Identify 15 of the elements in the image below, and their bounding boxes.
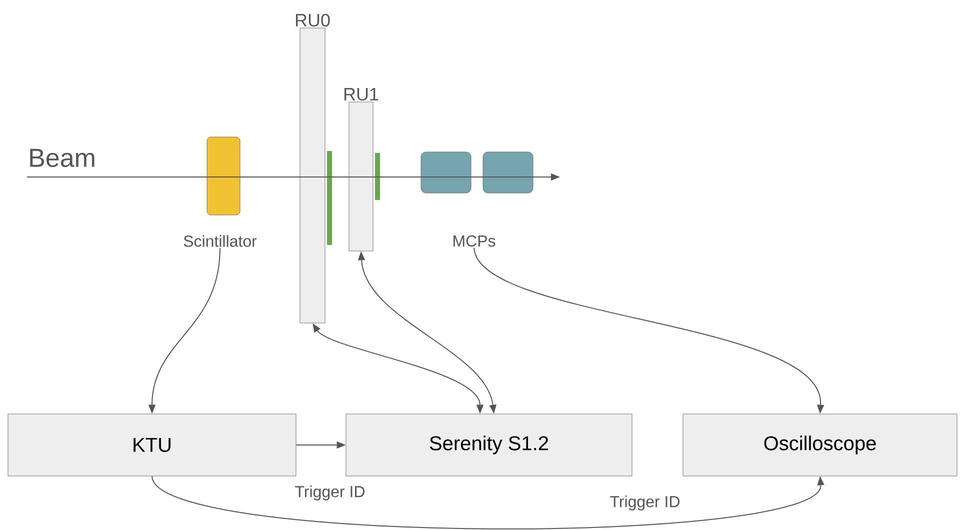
- mcp-block: [482, 152, 534, 194]
- beam-label: Beam: [30, 148, 94, 168]
- readout-unit-plate: RU1: [344, 88, 378, 252]
- node-label: RU1: [344, 88, 378, 101]
- process-box: KTU: [8, 414, 296, 476]
- scintillator-block: [206, 136, 240, 216]
- process-box: Serenity S1.2: [346, 414, 632, 476]
- edge-label: Trigger ID: [610, 496, 680, 510]
- mcp-block: [420, 152, 472, 194]
- edge-label: Trigger ID: [295, 486, 364, 500]
- node-label: RU0: [296, 14, 330, 27]
- mcps-label: MCPs: [454, 235, 496, 247]
- process-box: Oscilloscope: [682, 414, 958, 476]
- scintillator-label: Scintillator: [184, 235, 257, 247]
- readout-unit-plate: RU0: [296, 14, 330, 324]
